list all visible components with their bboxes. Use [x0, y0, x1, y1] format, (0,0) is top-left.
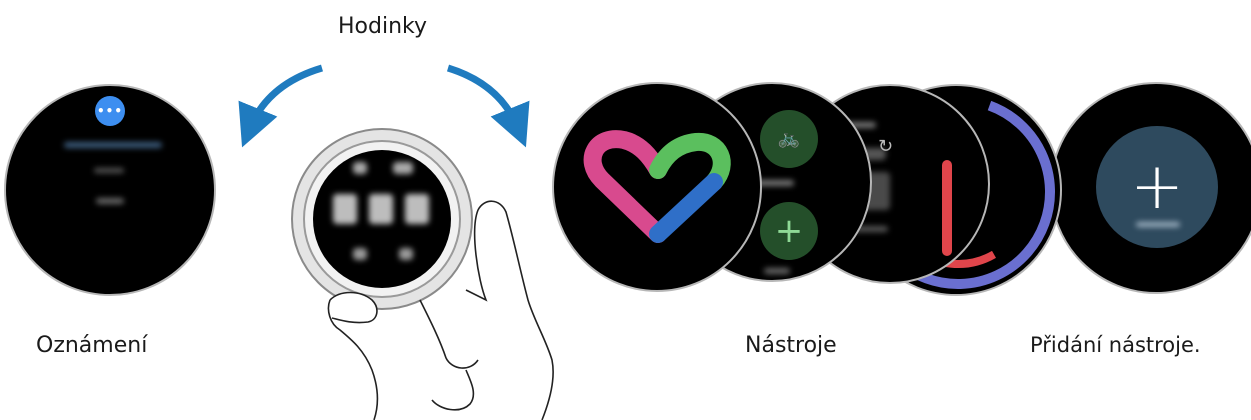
widgets-label: Nástroje: [745, 333, 837, 358]
bicycle-icon[interactable]: 🚲: [760, 110, 818, 168]
notification-blurred-title: [64, 142, 162, 148]
widget-activity-screen[interactable]: [552, 82, 762, 292]
activity-heart: [554, 84, 762, 292]
notification-blurred-line: [94, 168, 124, 173]
heart-rate-arc: [942, 160, 952, 256]
add-widget-label: Přidání nástroje.: [1030, 333, 1201, 357]
notifications-label: Oznámení: [36, 333, 147, 358]
watch-face-label: Hodinky: [338, 14, 427, 39]
refresh-icon[interactable]: ↻: [878, 136, 893, 157]
add-widget-button[interactable]: +: [1096, 126, 1218, 248]
bezel-watch[interactable]: [291, 128, 473, 310]
notification-blurred-action: [96, 198, 124, 204]
add-exercise-button[interactable]: +: [760, 202, 818, 260]
add-widget-watch-screen[interactable]: +: [1050, 82, 1251, 294]
notifications-watch-screen[interactable]: •••: [4, 84, 216, 296]
watch-face-screen: [313, 150, 451, 288]
chat-bubble-icon: •••: [95, 96, 125, 126]
